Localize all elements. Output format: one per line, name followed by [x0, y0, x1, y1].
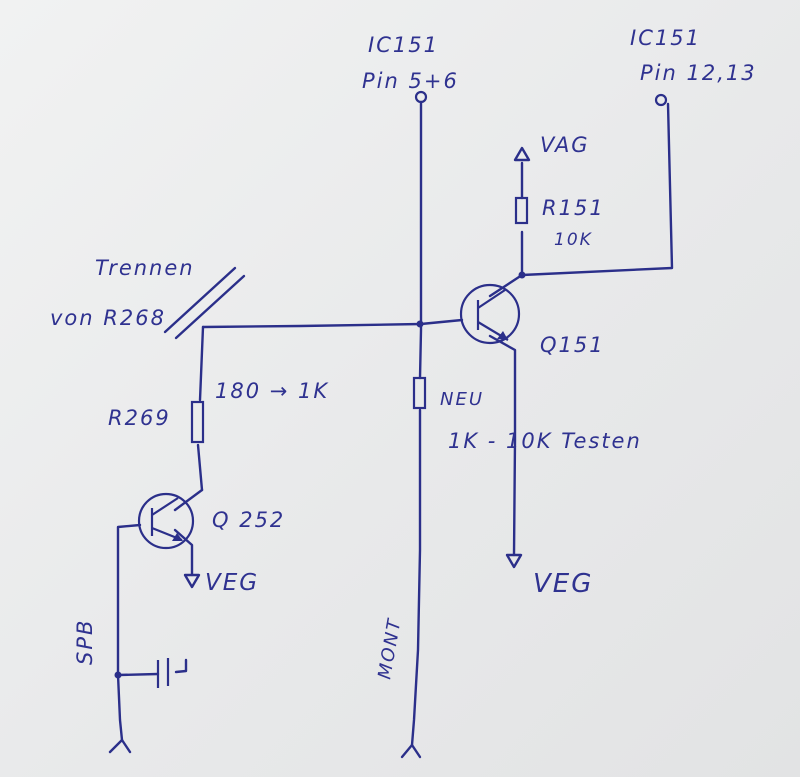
label-von-r268: von R268 — [50, 306, 166, 330]
capacitor — [156, 658, 170, 688]
vag-arrow-icon — [513, 146, 531, 162]
transistor-q151 — [459, 283, 521, 345]
label-spb: SPB — [73, 619, 97, 665]
label-r269-change: 180 → 1K — [215, 379, 329, 403]
wire-q252-base-spb — [116, 523, 142, 742]
wire-q252-emitter — [173, 528, 194, 577]
label-r151-value: 10K — [554, 230, 593, 250]
mont-connector-icon — [400, 743, 422, 759]
label-ic151-left-pins: Pin 5+6 — [362, 69, 459, 93]
terminal-ic151-pin5-6 — [414, 90, 428, 104]
junction-dot — [114, 671, 122, 679]
resistor-r151 — [514, 196, 529, 225]
label-mont: MONT — [374, 616, 405, 681]
wire-ic151-pin12-13 — [520, 102, 674, 277]
label-neu: NEU — [440, 389, 484, 410]
label-ic151-right: IC151 — [630, 26, 701, 50]
wire-capacitor-branch — [116, 658, 188, 677]
label-r151: R151 — [542, 196, 605, 220]
veg-arrow-icon-q252 — [183, 573, 201, 589]
label-r269: R269 — [108, 406, 171, 430]
resistor-r269 — [190, 400, 205, 444]
break-mark-icon — [163, 266, 246, 340]
veg-arrow-icon-q151 — [505, 553, 523, 569]
wire-r269-branch — [196, 325, 205, 492]
spb-connector-icon — [108, 738, 132, 754]
resistor-new — [412, 376, 427, 410]
junction-dot — [416, 320, 424, 328]
label-trennen: Trennen — [95, 256, 195, 280]
label-q151: Q151 — [540, 333, 605, 357]
wire-base-line — [201, 318, 464, 329]
label-veg-q151: VEG — [533, 569, 593, 599]
label-ic151-right-pins: Pin 12,13 — [640, 61, 757, 85]
junction-dot — [518, 271, 526, 279]
wire-q151-emitter — [488, 334, 517, 557]
wire-q151-collector — [488, 161, 524, 298]
label-q252: Q 252 — [212, 508, 285, 532]
label-veg-q252: VEG — [205, 570, 259, 596]
label-vag: VAG — [540, 133, 590, 157]
label-testen: 1K - 10K Testen — [448, 429, 642, 453]
terminal-ic151-pin12-13 — [654, 93, 668, 107]
wire-ic151-pin5-6-bus — [410, 100, 423, 747]
wire-q252-collector — [173, 488, 204, 512]
transistor-q252 — [137, 492, 195, 550]
label-ic151-left: IC151 — [368, 33, 439, 57]
